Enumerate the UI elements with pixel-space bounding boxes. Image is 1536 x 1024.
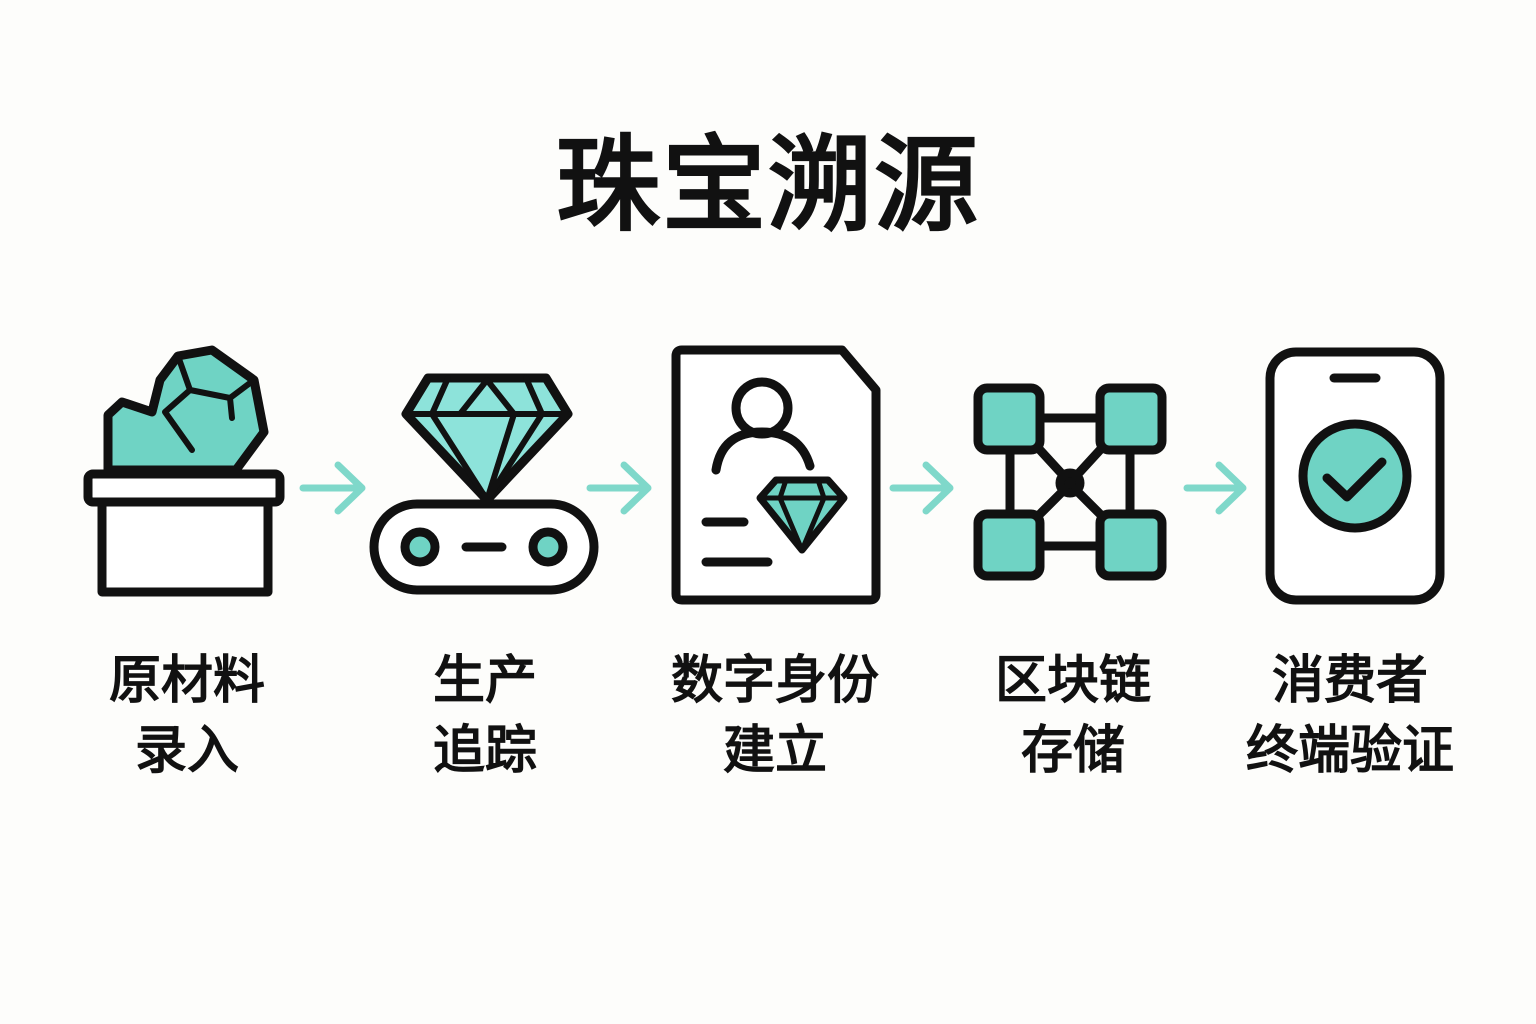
arrow-icon [1183, 461, 1247, 515]
step-label-line: 生产 [432, 651, 537, 711]
arrow-icon [299, 461, 366, 515]
step-label-line: 消费者 [1271, 651, 1428, 711]
phone-verified-icon [1265, 347, 1445, 605]
step-label-line: 录入 [134, 721, 239, 781]
step-label-digital-id: 数字身份 建立 [625, 646, 925, 786]
step-label-consumer: 消费者 终端验证 [1200, 646, 1500, 786]
page-title: 珠宝溯源 [555, 124, 980, 246]
step-label-line: 区块链 [994, 651, 1151, 711]
step-label-line: 终端验证 [1245, 721, 1454, 781]
step-label-line: 追踪 [432, 721, 537, 781]
step-label-production: 生产 追踪 [335, 646, 635, 786]
blockchain-network-icon [973, 383, 1167, 581]
step-label-line: 建立 [722, 721, 827, 781]
arrow-icon [889, 461, 954, 515]
step-label-blockchain: 区块链 存储 [923, 646, 1223, 786]
step-label-raw-materials: 原材料 录入 [37, 646, 337, 786]
step-label-line: 数字身份 [670, 651, 879, 711]
step-label-line: 原材料 [108, 651, 265, 711]
diamond-conveyor-icon [369, 373, 599, 595]
arrow-icon [586, 461, 652, 515]
step-label-line: 存储 [1020, 721, 1125, 781]
raw-gem-box-icon [83, 345, 285, 597]
digital-id-document-icon [671, 345, 881, 605]
